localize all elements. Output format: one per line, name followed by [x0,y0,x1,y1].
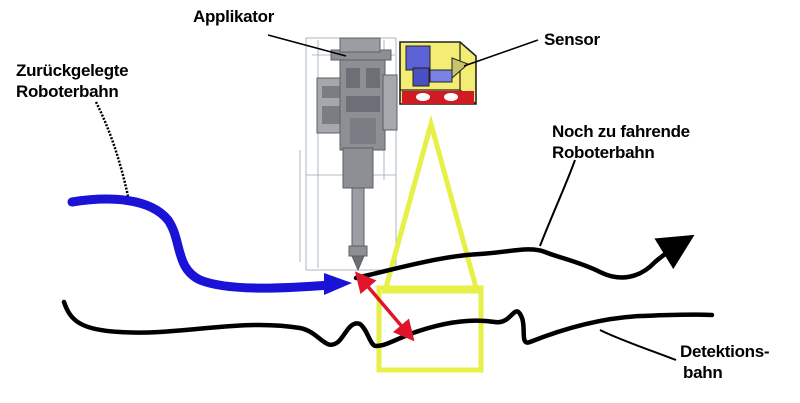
remaining-path-label-line2: Roboterbahn [552,143,655,162]
remaining-robot-path-line [353,234,695,281]
detection-path-label: Detektions- bahn [680,341,770,383]
detection-path-label-line1: Detektions- [680,342,770,361]
applikator-leader [267,34,347,57]
detection-path-leader [599,329,677,361]
remaining-path-leader [539,159,576,247]
travelled-robot-path [67,194,352,295]
sensor-detection-field [376,114,484,373]
detection-path-label-line2: bahn [683,363,723,382]
travelled-path-label-line2: Roboterbahn [16,82,119,101]
detection-path-line [61,299,715,349]
travelled-path-label-line1: Zurückgelegte [16,61,129,80]
sensor-leader [463,39,539,67]
applicator-drawing-icon [299,37,398,272]
sensor-label-text: Sensor [544,30,600,49]
offset-arrow [354,271,415,342]
remaining-path-label: Noch zu fahrende Roboterbahn [552,121,690,163]
applikator-label-text: Applikator [193,7,275,26]
sensor-cube-icon [399,41,477,105]
applikator-label: Applikator [193,6,274,27]
sensor-label: Sensor [544,29,600,50]
remaining-path-label-line1: Noch zu fahrende [552,122,690,141]
travelled-path-label: Zurückgelegte Roboterbahn [16,60,129,102]
travelled-path-leader [94,101,130,197]
